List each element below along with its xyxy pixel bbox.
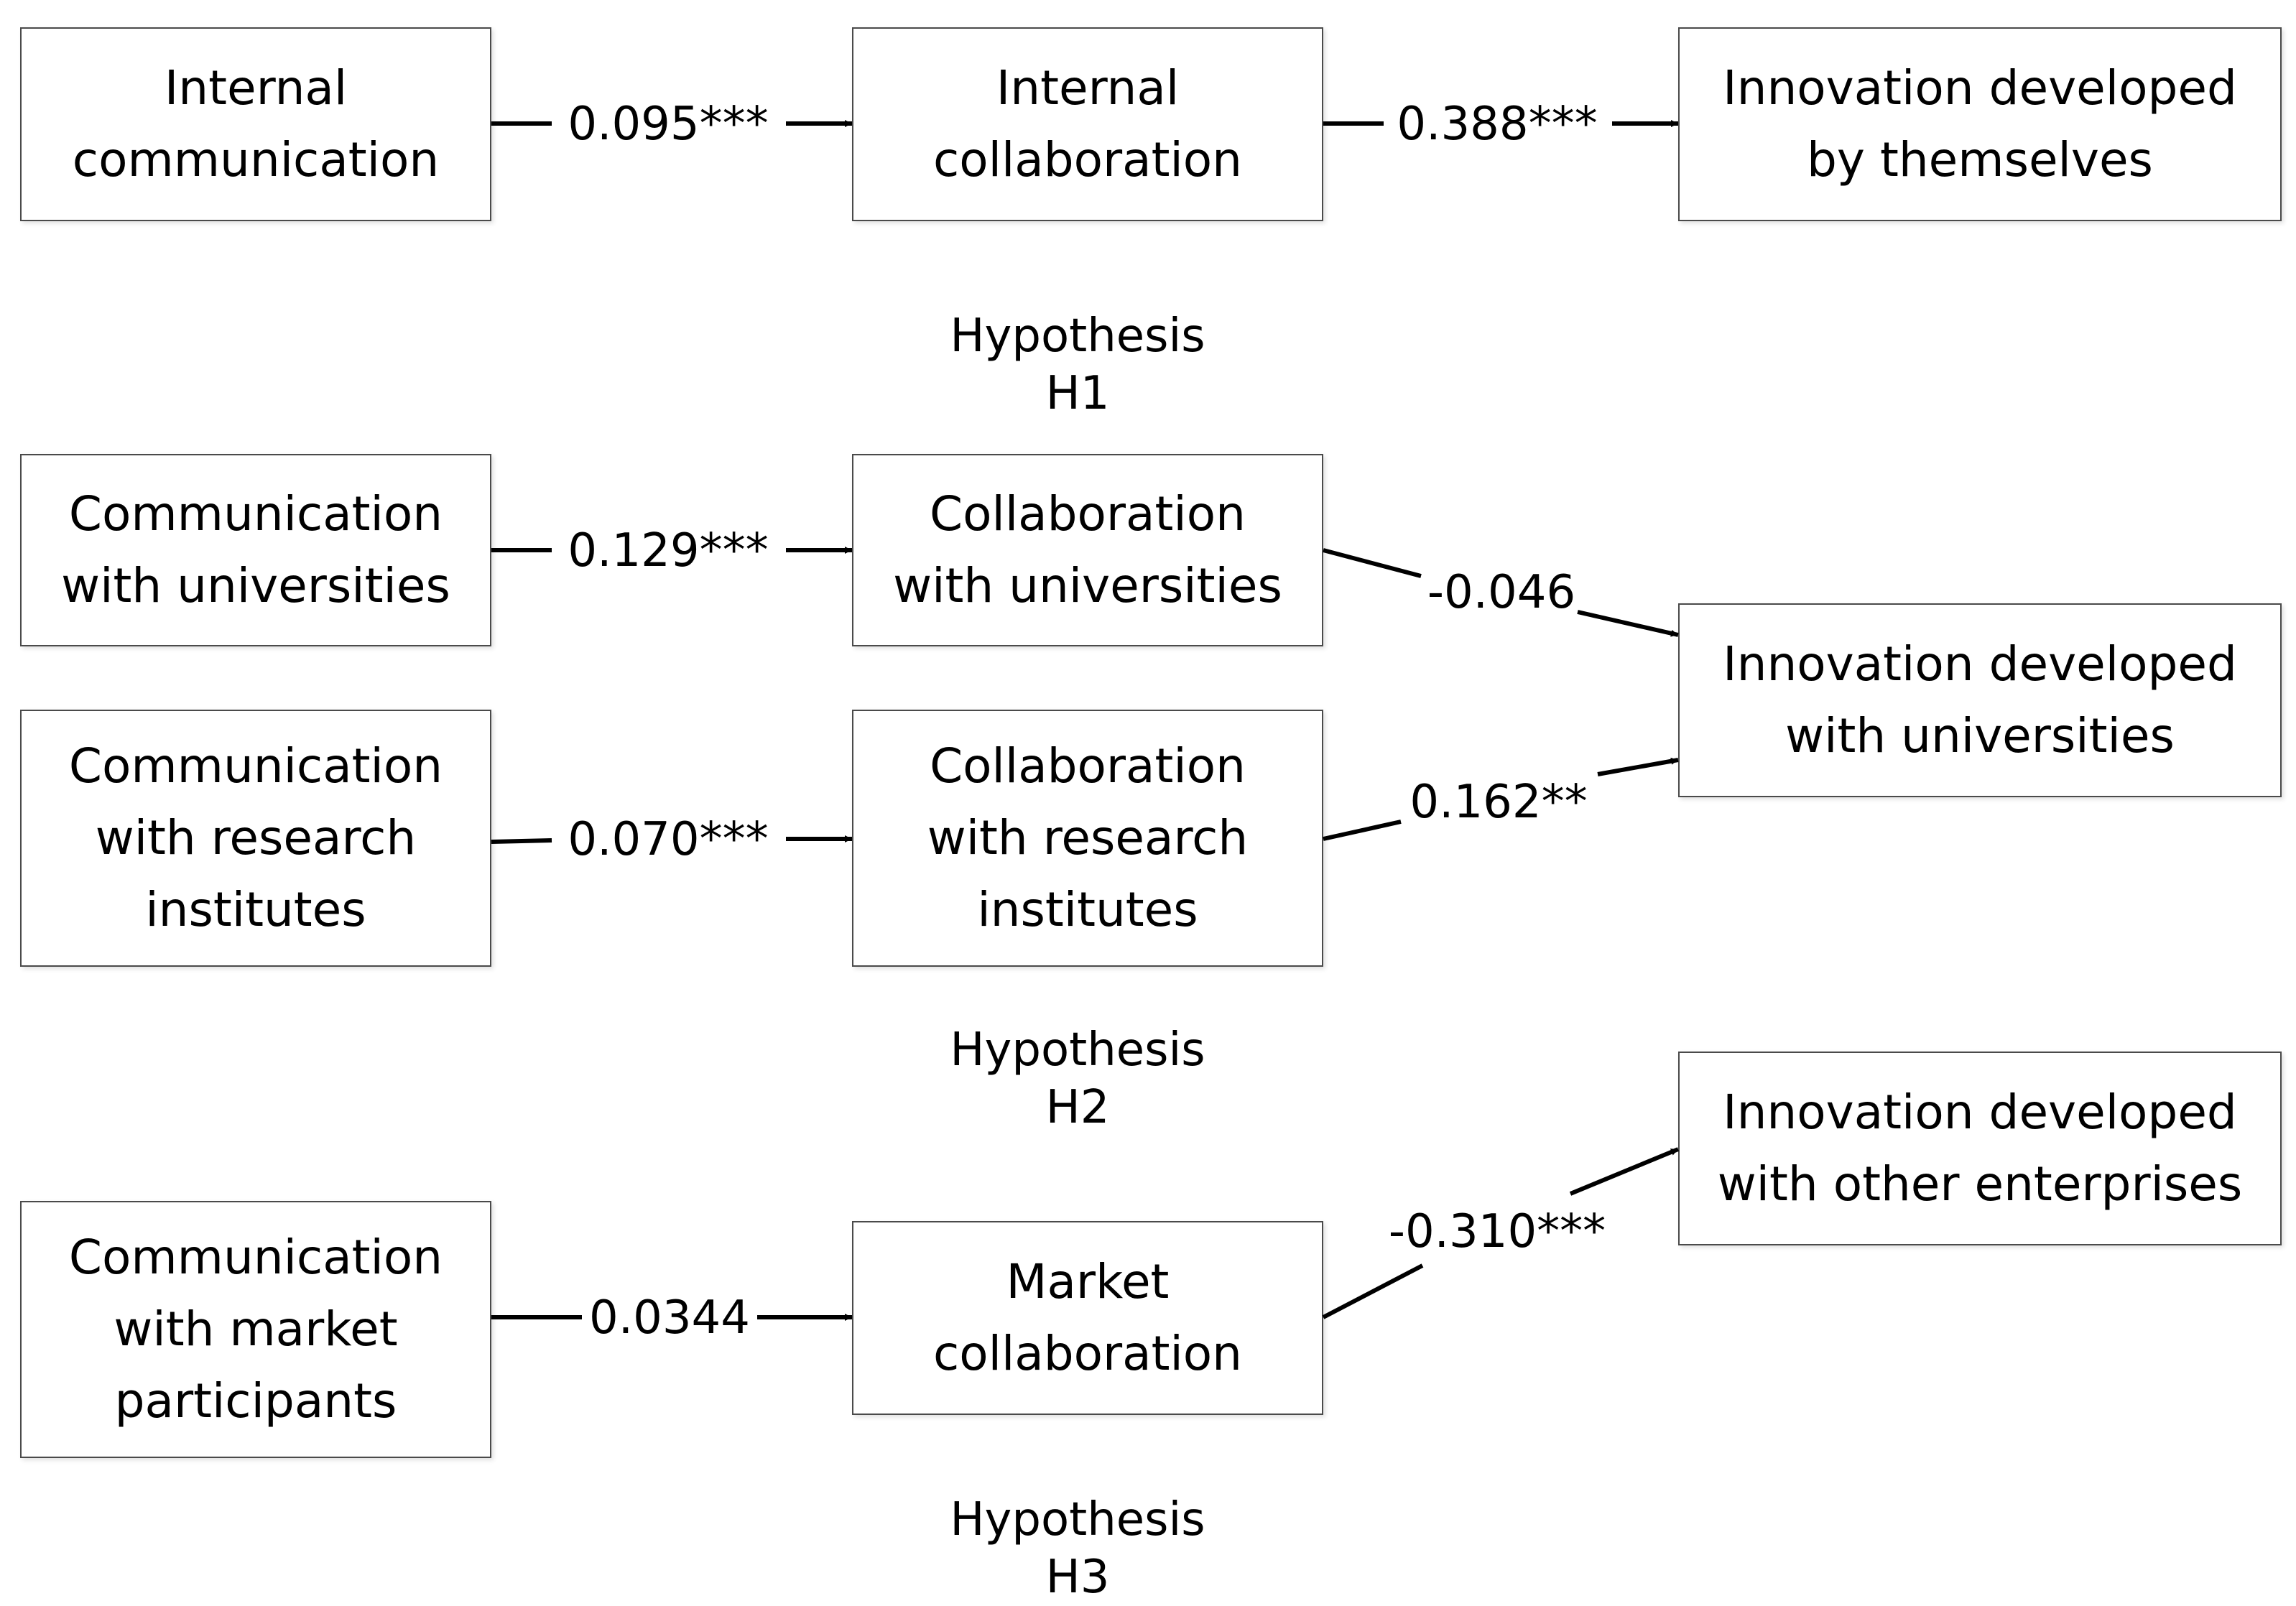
- edge-e7-label: 0.0344: [589, 1291, 750, 1345]
- edge-e5-label: 0.070***: [568, 813, 768, 866]
- node-innovation-universities: Innovation developed with universities: [1678, 603, 2282, 797]
- edge-e8-label: -0.310***: [1389, 1205, 1606, 1258]
- edge-e7: 0.0344: [491, 1291, 852, 1345]
- edge-e1-label: 0.095***: [568, 98, 768, 151]
- node-market-collaboration: Market collaboration: [852, 1221, 1323, 1415]
- caption-hypothesis-h2: Hypothesis H2: [950, 1024, 1205, 1134]
- caption-hypothesis-h1: Hypothesis H1: [950, 310, 1205, 420]
- edge-e6: 0.162**: [1323, 757, 1679, 841]
- edge-e4: -0.046: [1323, 548, 1679, 637]
- edge-e8: -0.310***: [1322, 1147, 1680, 1319]
- node-internal-collaboration: Internal collaboration: [852, 27, 1323, 221]
- edge-e5-line: [491, 838, 552, 844]
- edge-e5: 0.070***: [491, 813, 852, 866]
- node-collaboration-research: Collaboration with research institutes: [852, 710, 1323, 967]
- edge-e1: 0.095***: [491, 98, 852, 151]
- node-innovation-enterprises: Innovation developed with other enterpri…: [1678, 1052, 2282, 1245]
- node-communication-market: Communication with market participants: [20, 1201, 491, 1458]
- node-communication-universities: Communication with universities: [20, 454, 491, 646]
- edge-e6-line: [1323, 820, 1402, 841]
- edge-e3: 0.129***: [491, 524, 852, 577]
- edge-e4-label: -0.046: [1427, 566, 1575, 619]
- node-innovation-themselves: Innovation developed by themselves: [1678, 27, 2282, 221]
- edge-e4-line: [1323, 548, 1422, 578]
- edge-e4-arrow: [1577, 610, 1679, 637]
- node-internal-communication: Internal communication: [20, 27, 491, 221]
- edge-e8-arrow: [1569, 1147, 1680, 1196]
- edge-e2: 0.388***: [1323, 98, 1678, 151]
- node-communication-research: Communication with research institutes: [20, 710, 491, 967]
- node-collaboration-universities: Collaboration with universities: [852, 454, 1323, 646]
- path-diagram: Internal communication Internal collabor…: [20, 27, 2282, 1604]
- edge-e8-line: [1322, 1263, 1424, 1319]
- connector-layer: 0.095*** 0.388*** 0.129*** -0.046 0.070*…: [491, 98, 1680, 1345]
- edge-e2-label: 0.388***: [1397, 98, 1597, 151]
- edge-e6-arrow: [1597, 757, 1679, 776]
- edge-e6-label: 0.162**: [1409, 776, 1587, 829]
- edge-e3-label: 0.129***: [568, 524, 768, 577]
